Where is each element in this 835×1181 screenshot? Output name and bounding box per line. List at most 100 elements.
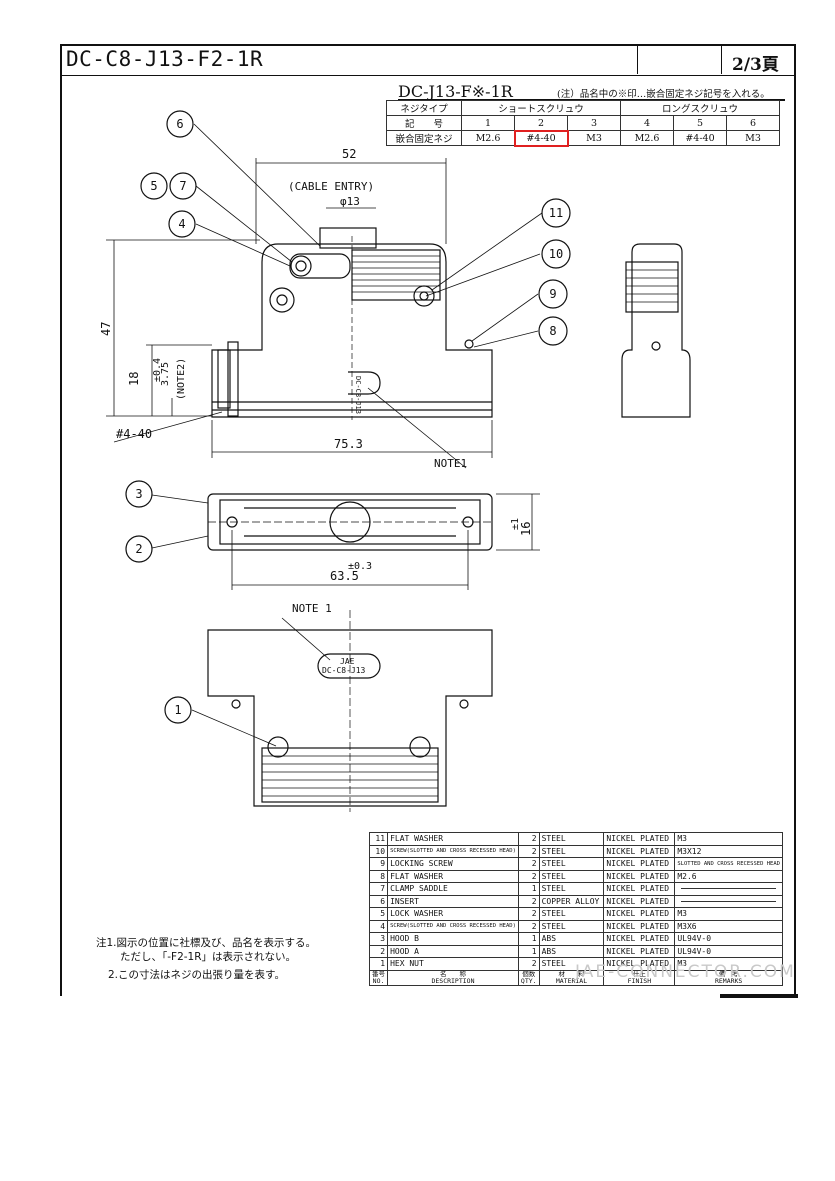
balloon-label: 7 <box>179 179 186 193</box>
screw-cell-selected: #4-40 <box>513 129 569 147</box>
screw-cell: M3 <box>567 130 621 146</box>
dim-63-5: 63.5 <box>330 569 359 583</box>
parts-cell-no: 9 <box>368 857 389 871</box>
parts-cell-remarks <box>674 894 783 908</box>
hdr-remarks: REMARKS <box>714 976 743 985</box>
parts-cell-desc: FLAT WASHER <box>387 869 519 883</box>
parts-cell-material: STEEL <box>538 832 605 846</box>
dim-52: 52 <box>342 147 356 161</box>
hdr-qty-jp: 個数 <box>522 969 536 978</box>
parts-cell-remarks: M3X12 <box>674 844 783 858</box>
parts-cell-qty: 2 <box>517 869 540 883</box>
parts-cell-finish: NICKEL PLATED <box>603 919 676 933</box>
variant-series-title: DC-J13-F※-1R <box>398 82 513 101</box>
balloon-5 <box>140 172 168 200</box>
parts-cell-finish: NICKEL PLATED <box>603 894 676 908</box>
parts-cell-finish: NICKEL PLATED <box>603 857 676 871</box>
parts-cell-material: ABS <box>538 944 605 958</box>
parts-cell-desc: SCREW(SLOTTED AND CROSS RECESSED HEAD) <box>387 844 519 858</box>
parts-cell-material: STEEL <box>538 907 605 921</box>
parts-cell-material: STEEL <box>538 857 605 871</box>
balloon-label: 9 <box>549 287 556 301</box>
dim-phi13: φ13 <box>340 195 360 208</box>
balloon-2 <box>125 535 153 563</box>
parts-cell-qty: 2 <box>517 832 540 846</box>
hdr-desc: DESCRIPTION <box>431 976 475 985</box>
parts-cell-qty: 2 <box>517 894 540 908</box>
parts-cell-remarks: UL94V-0 <box>674 932 783 946</box>
dim-3-75: 3.75 <box>160 362 171 386</box>
parts-cell-no: 10 <box>368 844 389 858</box>
parts-cell-remarks: M2.6 <box>674 869 783 883</box>
parts-cell-remarks: M3 <box>674 907 783 921</box>
title-block: DC-C8-J13-F2-1R <box>60 44 796 76</box>
parts-cell-desc: HEX NUT <box>387 957 519 971</box>
parts-cell-material: COPPER ALLOY <box>538 894 605 908</box>
screw-cell: M3 <box>726 130 780 146</box>
note1b-label: NOTE 1 <box>292 602 332 615</box>
back-view <box>207 610 493 812</box>
parts-cell-no: 7 <box>368 882 389 896</box>
parts-cell-finish: NICKEL PLATED <box>603 869 676 883</box>
parts-cell-material: STEEL <box>538 882 605 896</box>
dim-tol-03: ±0.3 <box>348 561 372 572</box>
parts-cell-material: ABS <box>538 932 605 946</box>
balloon-label: 5 <box>150 179 157 193</box>
front-view <box>211 227 493 420</box>
side-view <box>621 243 691 418</box>
page-number: 2/3頁 <box>732 55 779 75</box>
hdr-finish: FINISH <box>627 976 652 985</box>
watermark: JAE-CONNECTOR.COM <box>575 962 796 982</box>
variant-row-code: 記 号 1 2 3 4 5 6 <box>386 115 780 131</box>
parts-cell-finish: NICKEL PLATED <box>603 932 676 946</box>
balloon-10 <box>541 239 571 269</box>
variant-table: ネジタイプ ショートスクリュウ ロングスクリュウ 記 号 1 2 3 4 5 6… <box>386 100 780 147</box>
variant-note: (注）品名中の※印…嵌合固定ネジ記号を入れる。 <box>557 89 770 100</box>
parts-cell-qty: 2 <box>517 907 540 921</box>
parts-cell-material: STEEL <box>538 919 605 933</box>
parts-cell-remarks: SLOTTED AND CROSS RECESSED HEAD <box>674 857 783 871</box>
mark-jae: JAE <box>340 657 355 666</box>
parts-cell-desc: SCREW(SLOTTED AND CROSS RECESSED HEAD) <box>387 919 519 933</box>
hdr-qty: QTY. <box>520 976 537 985</box>
mark-part: DC-C8-J13 <box>322 666 366 675</box>
parts-cell-no: 2 <box>368 944 389 958</box>
parts-cell-qty: 2 <box>517 957 540 971</box>
frame-corner-mark <box>720 994 798 998</box>
parts-cell-finish: NICKEL PLATED <box>603 944 676 958</box>
parts-cell-no: 1 <box>368 957 389 971</box>
parts-cell-desc: LOCK WASHER <box>387 907 519 921</box>
balloon-9 <box>538 279 568 309</box>
balloon-8 <box>538 316 568 346</box>
parts-cell-finish: NICKEL PLATED <box>603 882 676 896</box>
dim-18: 18 <box>127 372 141 386</box>
parts-cell-qty: 1 <box>517 944 540 958</box>
parts-cell-finish: NICKEL PLATED <box>603 907 676 921</box>
balloon-label: 1 <box>174 703 181 717</box>
parts-cell-material: STEEL <box>538 869 605 883</box>
parts-cell-qty: 2 <box>517 857 540 871</box>
parts-cell-desc: CLAMP SADDLE <box>387 882 519 896</box>
parts-cell-no: 6 <box>368 894 389 908</box>
balloon-11 <box>541 198 571 228</box>
parts-cell-no: 8 <box>368 869 389 883</box>
variant-underline <box>398 99 785 101</box>
hdr-material-jp: 材 料 <box>558 969 585 978</box>
dim-16: 16 <box>519 522 533 536</box>
parts-cell-desc: HOOD B <box>387 932 519 946</box>
parts-cell-desc: HOOD A <box>387 944 519 958</box>
hdr-no-jp: 番号 <box>372 969 386 978</box>
drawing-frame <box>60 44 796 996</box>
balloon-4 <box>168 210 196 238</box>
parts-cell-remarks: M3 <box>674 832 783 846</box>
parts-cell-desc: LOCKING SCREW <box>387 857 519 871</box>
balloon-3 <box>125 480 153 508</box>
